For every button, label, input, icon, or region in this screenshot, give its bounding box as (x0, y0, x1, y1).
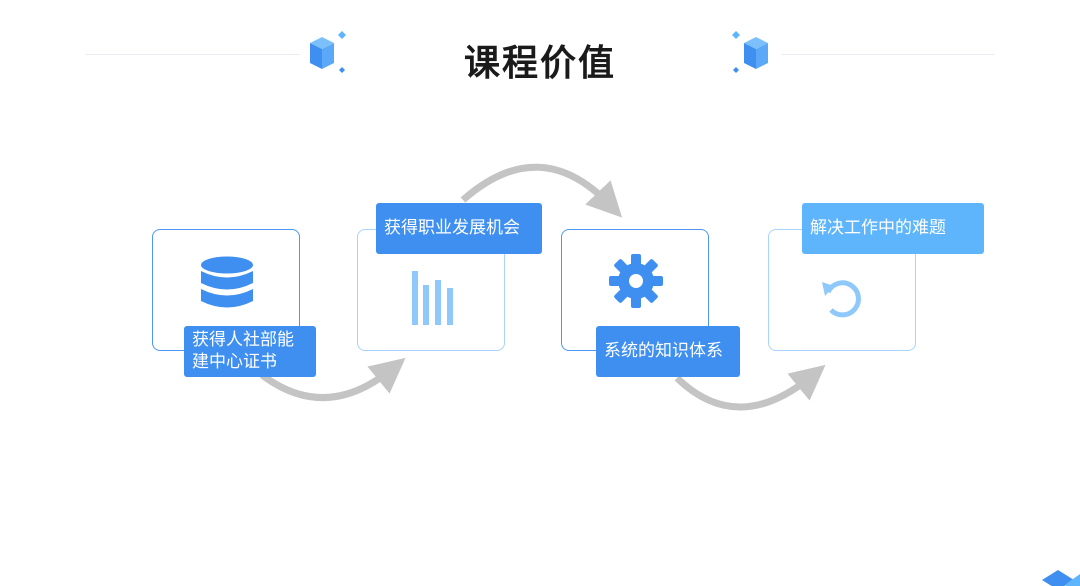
arrow-1-2 (259, 357, 406, 402)
database-icon (201, 256, 253, 308)
corner-cube-icon (1042, 570, 1080, 586)
arrow-3-4 (674, 364, 826, 411)
step-label-3: 系统的知识体系 (596, 326, 740, 377)
header-line-right (782, 54, 994, 55)
gear-icon (609, 254, 663, 308)
page-title: 课程价值 (463, 43, 616, 84)
bar-chart-icon (412, 271, 453, 325)
refresh-icon (822, 280, 861, 318)
step-label-4: 解决工作中的难题 (802, 203, 984, 254)
arrow-2-3 (460, 163, 623, 218)
step-label-2: 获得职业发展机会 (376, 203, 542, 254)
step-label-1: 获得人社部能建中心证书 (184, 326, 316, 377)
cube-icon-right (732, 31, 768, 73)
header-line-left (86, 54, 300, 55)
cube-icon-left (310, 31, 346, 73)
